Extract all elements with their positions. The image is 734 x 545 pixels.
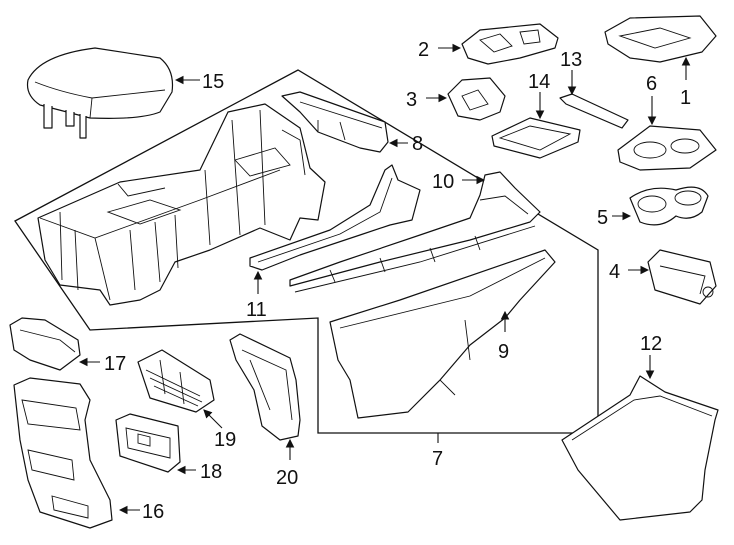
part-9-lower-panel: [329, 249, 556, 419]
part-2-shift-bezel: [438, 23, 559, 65]
part-20-bracket: [229, 333, 301, 460]
part-18-switch-bezel: [115, 413, 196, 475]
callout-4: 4: [609, 261, 620, 283]
assembly-frame: [14, 69, 599, 434]
callout-13: 13: [560, 49, 582, 71]
callout-1: 1: [680, 87, 691, 109]
part-15-armrest-lid: [26, 47, 200, 139]
callout-16: 16: [142, 501, 164, 523]
callout-10: 10: [432, 171, 454, 193]
part-17-lower-trim: [9, 317, 100, 371]
part-4-storage-box: [628, 249, 717, 305]
callout-11: 11: [246, 299, 267, 321]
part-13-trim-strip: [559, 70, 629, 129]
callout-8: 8: [412, 133, 423, 155]
part-5-cup-holder: [612, 186, 709, 226]
part-console-body: [37, 103, 326, 306]
callout-12: 12: [640, 333, 662, 355]
callout-3: 3: [406, 89, 417, 111]
part-12-floor-mat: [561, 355, 719, 521]
callout-5: 5: [597, 207, 608, 229]
leader-19: [203, 409, 223, 429]
part-14-tray-mat: [491, 92, 581, 159]
callout-7: 7: [432, 448, 443, 470]
callout-6: 6: [646, 73, 657, 95]
part-3-switch-panel: [426, 77, 506, 121]
part-6-cup-holder-panel: [617, 96, 717, 171]
callout-20: 20: [276, 467, 298, 489]
part-16-rear-panel: [13, 377, 140, 529]
callout-14: 14: [528, 71, 550, 93]
callout-2: 2: [418, 39, 429, 61]
part-10-side-panel: [289, 171, 541, 293]
part-1-top-panel: [604, 15, 717, 80]
callout-17: 17: [104, 353, 126, 375]
part-8-tray: [281, 91, 408, 153]
part-19-vent: [137, 349, 223, 429]
part-11-side-trim: [249, 164, 421, 294]
callout-18: 18: [200, 461, 222, 483]
callout-19: 19: [214, 429, 236, 451]
callout-9: 9: [498, 341, 509, 363]
callout-15: 15: [202, 71, 224, 93]
